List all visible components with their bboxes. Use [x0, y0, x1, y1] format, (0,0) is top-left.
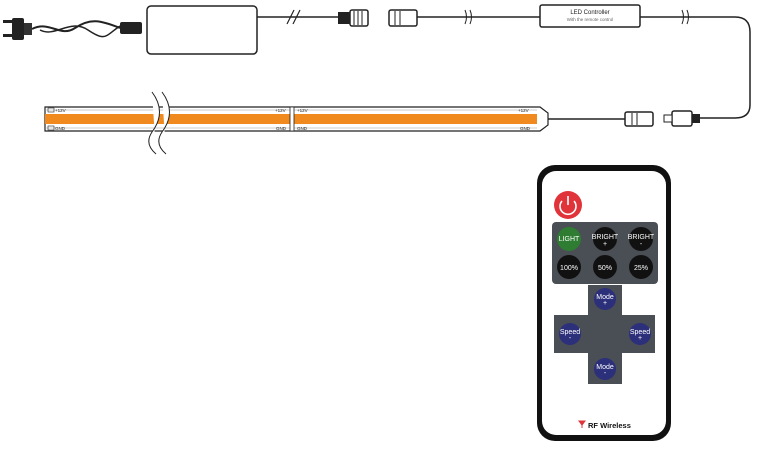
wire-break-mark	[681, 9, 689, 25]
svg-text:Mode: Mode	[596, 294, 614, 301]
wire-break-mark	[286, 9, 301, 25]
cord-connector	[120, 22, 142, 34]
strip-label-positive-mid-right: +12V	[297, 108, 308, 113]
brightness-25-button[interactable]: 25%	[629, 255, 653, 279]
svg-text:-: -	[604, 370, 607, 377]
led-controller-box: LED Controller With the remote control	[539, 4, 641, 28]
svg-text:+: +	[603, 300, 607, 307]
svg-text:BRIGHT: BRIGHT	[592, 234, 619, 241]
brightness-50-button[interactable]: 50%	[593, 255, 617, 279]
controller-title: LED Controller	[570, 10, 609, 16]
strip-label-ground-mid-left: GND	[276, 126, 287, 131]
speed-up-button[interactable]: Speed +	[629, 323, 651, 345]
svg-text:+: +	[603, 241, 607, 248]
brightness-100-button[interactable]: 100%	[557, 255, 581, 279]
antenna-icon	[578, 420, 586, 428]
bright-down-button[interactable]: BRIGHT -	[628, 227, 655, 251]
strip-label-positive-mid-left: +12V	[275, 108, 286, 113]
strip-label-ground-left: GND	[55, 126, 66, 131]
svg-text:+: +	[638, 335, 642, 342]
wire-break-mark	[464, 9, 472, 25]
strip-label-positive-right: +12V	[518, 108, 529, 113]
svg-text:Speed: Speed	[630, 329, 650, 336]
power-icon	[559, 196, 577, 216]
svg-text:LIGHT: LIGHT	[559, 236, 580, 243]
svg-text:100%: 100%	[560, 265, 578, 272]
strip-label-ground-mid-right: GND	[297, 126, 308, 131]
light-button[interactable]: LIGHT	[557, 227, 581, 251]
dc-female-connector	[388, 9, 418, 27]
led-strip: +12V GND +12V GND +12V GND +12V GND	[44, 91, 549, 155]
power-adapter	[146, 5, 258, 55]
speed-down-button[interactable]: Speed -	[559, 323, 581, 345]
svg-text:-: -	[569, 335, 572, 342]
power-button[interactable]	[554, 191, 582, 219]
rf-wireless-label: RF Wireless	[588, 421, 631, 430]
strip-label-ground-right: GND	[520, 126, 531, 131]
svg-text:50%: 50%	[598, 265, 612, 272]
rf-remote: LIGHT BRIGHT + BRIGHT - 100% 50% 25% Mod…	[537, 165, 671, 441]
strip-label-positive-left: +12V	[55, 108, 66, 113]
dpad-panel	[554, 285, 655, 384]
ac-cord	[31, 20, 121, 33]
strip-break-mark	[148, 91, 170, 155]
ac-plug	[3, 18, 32, 40]
svg-text:25%: 25%	[634, 265, 648, 272]
bright-up-button[interactable]: BRIGHT +	[592, 227, 619, 251]
mode-up-button[interactable]: Mode +	[594, 288, 616, 310]
controller-output-wire	[700, 16, 751, 119]
rf-footer: RF Wireless	[578, 420, 631, 430]
strip-dc-connector	[624, 110, 700, 127]
controller-subtitle: With the remote control	[567, 17, 614, 22]
svg-text:Speed: Speed	[560, 329, 580, 336]
svg-text:Mode: Mode	[596, 364, 614, 371]
svg-text:-: -	[640, 241, 643, 248]
dc-male-connector	[338, 9, 369, 27]
mode-down-button[interactable]: Mode -	[594, 358, 616, 380]
svg-text:BRIGHT: BRIGHT	[628, 234, 655, 241]
